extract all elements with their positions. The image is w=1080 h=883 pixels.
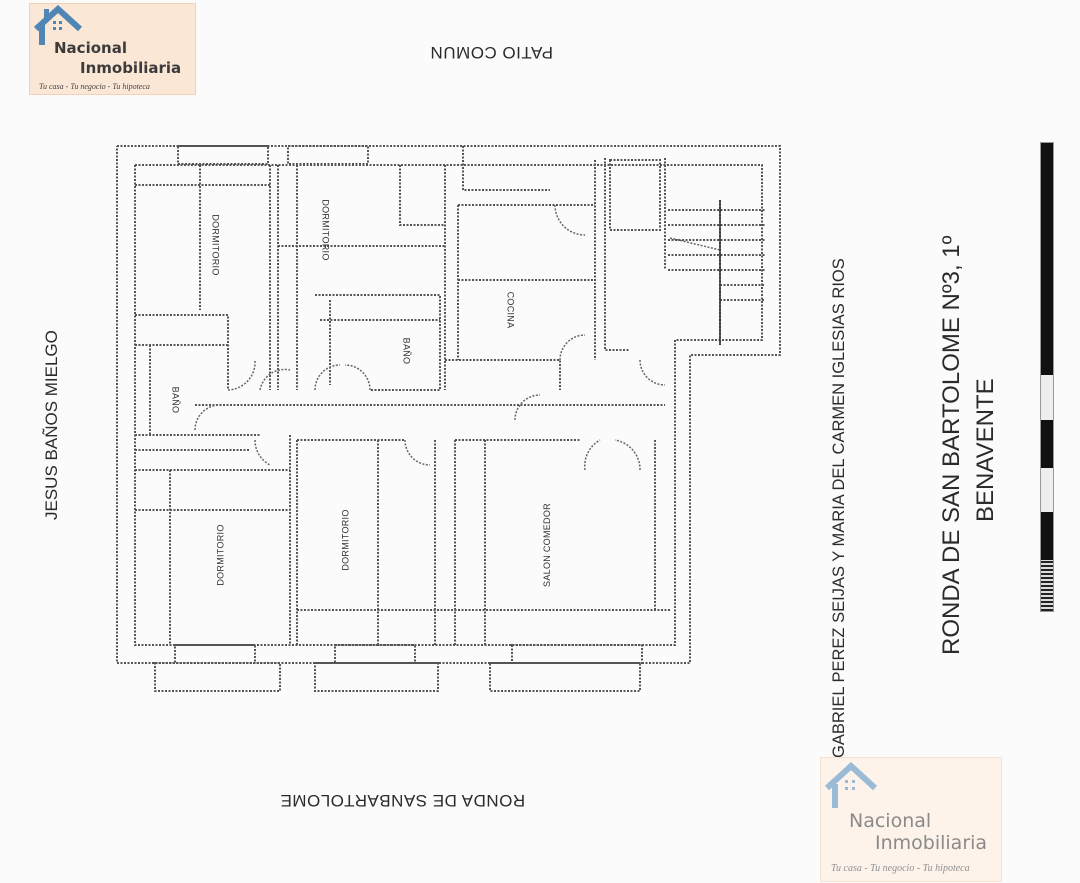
- east-boundary-label: GABRIEL PEREZ SEIJAS Y MARIA DEL CARMEN …: [830, 258, 848, 758]
- room-label-salon-comedor: SALON COMEDOR: [541, 503, 552, 587]
- address-line1: RONDA DE SAN BARTOLOME Nº3, 1º: [938, 235, 965, 655]
- address-line2: BENAVENTE: [972, 378, 999, 522]
- watermark-tagline: Tu casa - Tu negocio - Tu hipoteca: [831, 863, 970, 874]
- logo-watermark: Nacional Inmobiliaria Tu casa - Tu negoc…: [820, 757, 1002, 882]
- watermark-brand-line2: Inmobiliaria: [875, 832, 988, 854]
- north-boundary-label: PATIO COMUN: [430, 43, 553, 62]
- room-label-dormitorio-3: DORMITORIO: [215, 524, 226, 586]
- west-boundary-label: JESUS BAÑOS MIELGO: [42, 330, 61, 520]
- brand-name-line1: Nacional: [54, 39, 127, 57]
- scale-bar: [1040, 142, 1054, 612]
- room-label-dormitorio-4: DORMITORIO: [340, 509, 351, 571]
- room-label-bano-1: BAÑO: [170, 386, 181, 414]
- south-boundary-label: RONDA DE SANBARTOLOME: [280, 791, 526, 810]
- house-icon: [824, 761, 878, 808]
- brand-tagline: Tu casa - Tu negocio - Tu hipoteca: [39, 82, 150, 91]
- room-label-dormitorio-2: DORMITORIO: [320, 199, 331, 261]
- watermark-brand-line1: Nacional: [849, 810, 932, 832]
- room-label-cocina: COCINA: [505, 291, 516, 329]
- room-label-bano-2: BAÑO: [401, 337, 412, 365]
- brand-name-line2: Inmobiliaria: [80, 59, 182, 77]
- logo-nacional-inmobiliaria: Nacional Inmobiliaria Tu casa - Tu negoc…: [29, 3, 196, 95]
- house-icon: [33, 5, 83, 45]
- room-label-dormitorio-1: DORMITORIO: [210, 214, 221, 276]
